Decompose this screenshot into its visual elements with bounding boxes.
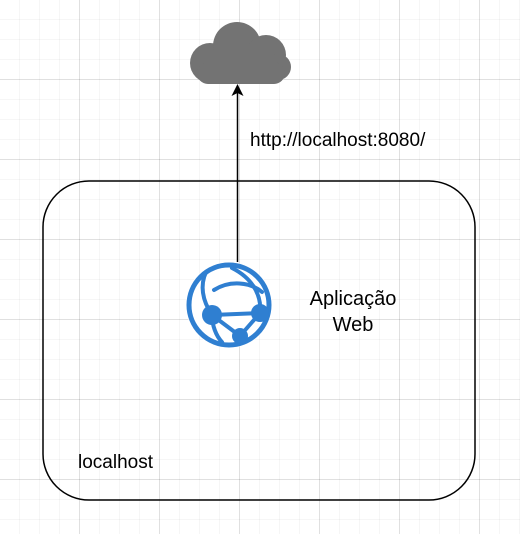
web-app-globe-icon[interactable] — [186, 262, 272, 348]
localhost-container[interactable] — [42, 180, 476, 501]
web-app-label: Aplicação Web — [309, 288, 397, 336]
cloud-icon[interactable] — [190, 22, 291, 84]
connection-label: http://localhost:8080/ — [250, 130, 426, 151]
container-label: localhost — [78, 452, 153, 473]
